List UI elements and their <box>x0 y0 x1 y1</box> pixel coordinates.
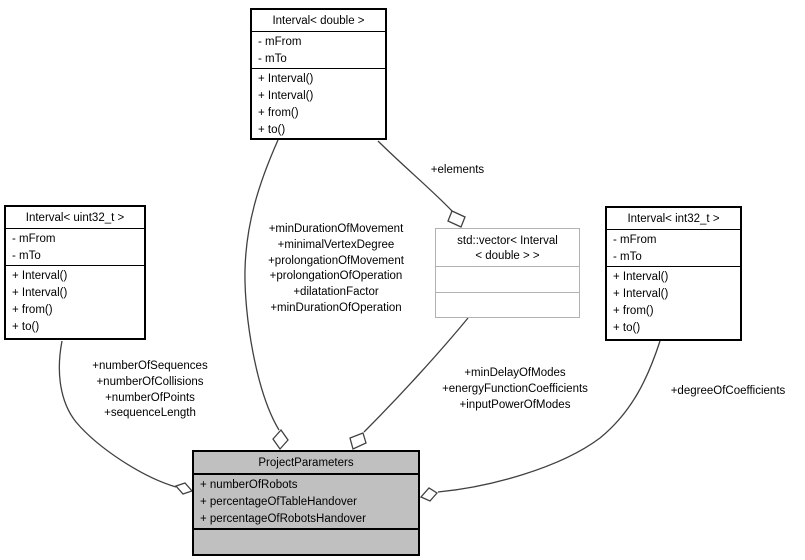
class-title: ProjectParameters <box>258 457 354 469</box>
attribute: + percentageOfRobotsHandover <box>200 513 366 525</box>
edge-label-int32-to-project: +degreeOfCoefficients <box>670 385 786 397</box>
method: + Interval() <box>613 271 669 283</box>
attribute: - mFrom <box>12 233 56 245</box>
method: + to() <box>613 322 641 334</box>
method: + Interval() <box>12 287 68 299</box>
edge-label-uint32-to-project: +numberOfSequences +numberOfCollisions +… <box>92 360 208 420</box>
aggregation-diamond <box>349 432 367 450</box>
class-node-std-vector[interactable]: std::vector< Interval < double > > <box>435 228 580 318</box>
method: + Interval() <box>12 270 68 282</box>
attributes-compartment: - mFrom - mTo <box>607 229 740 266</box>
class-node-interval-uint32[interactable]: Interval< uint32_t > - mFrom - mTo + Int… <box>4 205 146 340</box>
methods-compartment <box>194 528 418 554</box>
attribute: - mFrom <box>613 234 657 246</box>
class-node-interval-int32[interactable]: Interval< int32_t > - mFrom - mTo + Inte… <box>605 206 742 341</box>
aggregation-diamond <box>272 428 289 451</box>
attribute: + numberOfRobots <box>200 479 298 491</box>
class-node-project-parameters[interactable]: ProjectParameters + numberOfRobots + per… <box>192 450 420 556</box>
attribute: - mTo <box>613 251 642 263</box>
attributes-compartment: + numberOfRobots + percentageOfTableHand… <box>194 473 418 528</box>
attribute: - mTo <box>12 250 41 262</box>
class-title: Interval< double > <box>272 15 365 27</box>
method: + Interval() <box>258 90 314 102</box>
methods-compartment: + Interval() + Interval() + from() + to(… <box>252 68 385 139</box>
methods-compartment <box>436 292 579 317</box>
edge-label-vector-to-project: +minDelayOfModes +energyFunctionCoeffici… <box>442 367 588 411</box>
class-node-interval-double[interactable]: Interval< double > - mFrom - mTo + Inter… <box>250 8 387 140</box>
class-title: Interval< int32_t > <box>627 213 720 225</box>
method: + from() <box>12 304 53 316</box>
methods-compartment: + Interval() + Interval() + from() + to(… <box>6 265 144 338</box>
method: + from() <box>258 107 299 119</box>
aggregation-diamond <box>174 482 194 495</box>
attributes-compartment <box>436 266 579 292</box>
attribute: + percentageOfTableHandover <box>200 496 357 508</box>
edge-label-elements: +elements <box>430 164 485 176</box>
methods-compartment: + Interval() + Interval() + from() + to(… <box>607 266 740 339</box>
edge-double-to-vector <box>377 140 453 212</box>
method: + Interval() <box>258 73 314 85</box>
aggregation-diamond <box>447 210 466 228</box>
method: + from() <box>613 305 654 317</box>
attribute: - mFrom <box>258 36 302 48</box>
edge-vector-to-project <box>363 317 469 433</box>
attributes-compartment: - mFrom - mTo <box>6 228 144 265</box>
edge-int32-to-project <box>437 340 661 493</box>
method: + to() <box>258 124 286 136</box>
attribute: - mTo <box>258 53 287 65</box>
class-title: std::vector< Interval < double > > <box>457 235 558 262</box>
edge-uint32-to-project <box>58 340 177 488</box>
edge-double-to-project <box>244 139 280 431</box>
edge-label-double-to-project: +minDurationOfMovement +minimalVertexDeg… <box>268 223 404 314</box>
class-title: Interval< uint32_t > <box>25 212 125 224</box>
aggregation-diamond <box>419 487 438 502</box>
method: + Interval() <box>613 288 669 300</box>
method: + to() <box>12 321 40 333</box>
attributes-compartment: - mFrom - mTo <box>252 31 385 68</box>
